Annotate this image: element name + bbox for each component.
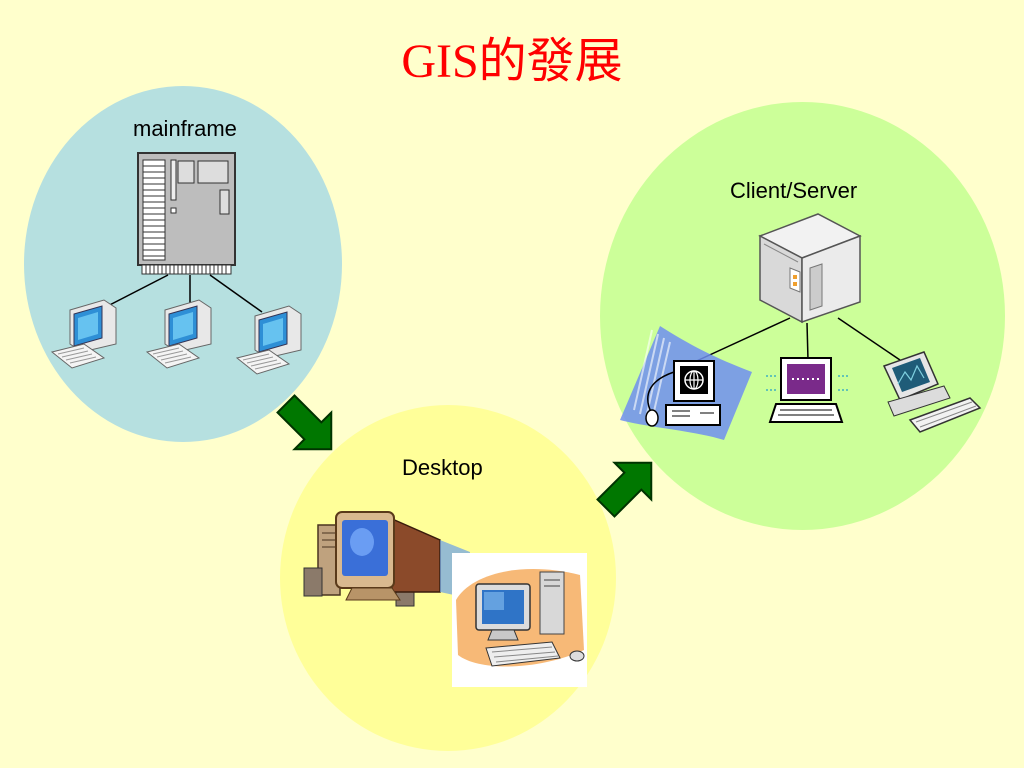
terminal-computer-icon <box>146 299 212 369</box>
desktop-label: Desktop <box>402 455 483 480</box>
slide-title: GIS的發展 <box>401 35 623 88</box>
mainframe-label: mainframe <box>133 116 237 141</box>
desktop-computer-icon <box>303 511 470 607</box>
mainframe-cabinet-icon <box>137 152 236 275</box>
laptop-icon <box>766 357 848 423</box>
desktop-computer-icon <box>452 553 587 687</box>
web-workstation-icon <box>620 326 752 440</box>
terminal-computer-icon <box>236 305 302 375</box>
server-tower-icon <box>758 213 862 324</box>
monitor-computer-icon <box>882 351 982 433</box>
arrow-icon <box>586 443 671 528</box>
terminal-computer-icon <box>51 299 117 369</box>
arrow-icon <box>266 384 351 469</box>
client-server-label: Client/Server <box>730 178 858 203</box>
